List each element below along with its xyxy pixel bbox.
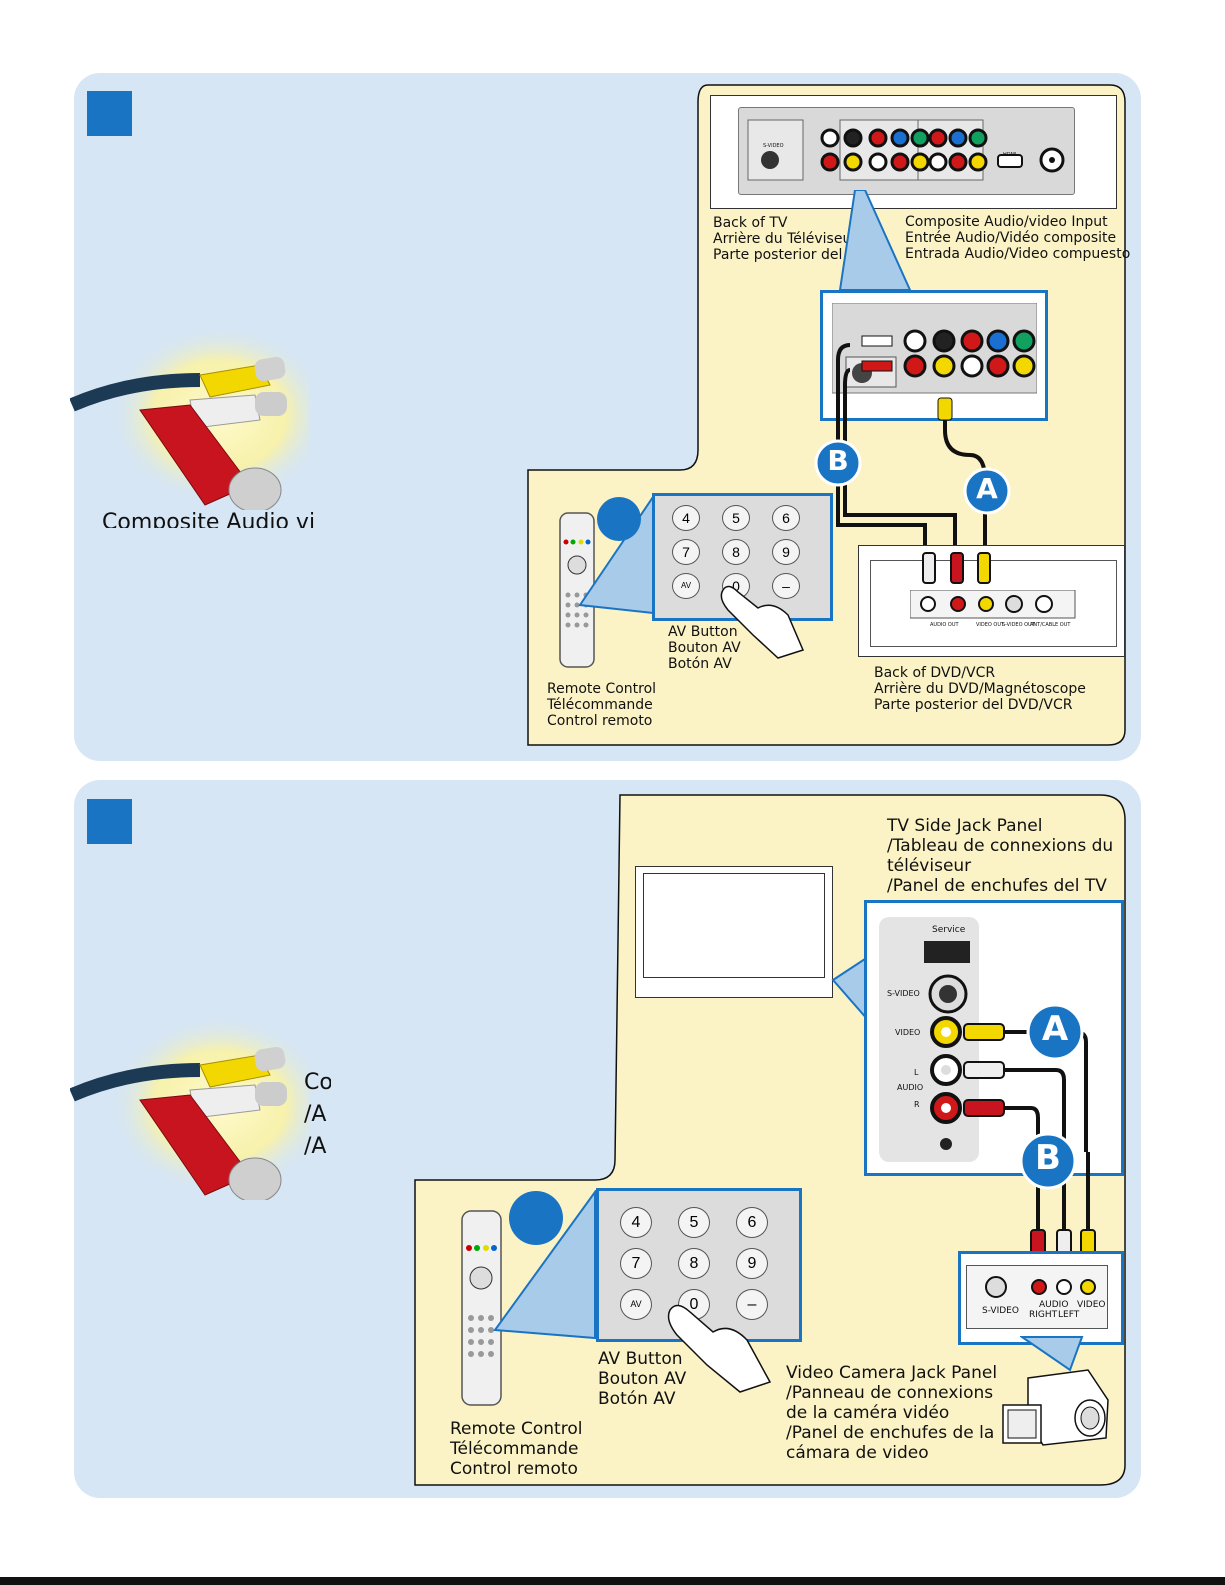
dvd-video-out-label: VIDEO OUT	[976, 622, 1005, 628]
camera-jack-strip	[966, 1265, 1108, 1329]
step-dot-1	[597, 497, 641, 541]
step-number-box-1	[87, 91, 132, 136]
audio-r-label: R	[914, 1100, 920, 1109]
service-port	[924, 941, 970, 963]
audio-side-label: AUDIO	[897, 1083, 924, 1092]
key-4[interactable]: 4	[672, 505, 700, 531]
remote-control-2	[461, 1210, 502, 1406]
camera-jacks	[985, 1276, 1096, 1298]
cable-b-letter-2: B	[1035, 1138, 1061, 1178]
key-8[interactable]: 8	[722, 539, 750, 565]
dvd-audio-out-label: AUDIO OUT	[930, 622, 959, 628]
step-dot-2	[509, 1191, 563, 1245]
key-5-2[interactable]: 5	[678, 1207, 710, 1238]
page-bottom-rule	[0, 1577, 1225, 1585]
camera-left-label: LEFT	[1058, 1310, 1080, 1320]
cable-b-badge-1	[814, 439, 862, 487]
cable-a-badge-2	[1026, 1003, 1084, 1061]
camera-audio-label: AUDIO	[1039, 1300, 1069, 1310]
dvd-jacks	[910, 590, 1076, 619]
dvd-plugs	[922, 552, 991, 584]
cable-caption-truncated-2: Co /A /A	[304, 1070, 331, 1159]
av-cable-image	[70, 330, 310, 510]
key-minus-2[interactable]: –	[736, 1289, 768, 1320]
cable-a-badge-1	[963, 467, 1011, 515]
camera-svideo-label: S-VIDEO	[982, 1306, 1019, 1316]
pressing-hand-icon-2	[667, 1304, 772, 1393]
dvd-ant-out-label: ANT/CABLE OUT	[1030, 622, 1071, 628]
key-7-2[interactable]: 7	[620, 1248, 652, 1279]
key-9-2[interactable]: 9	[736, 1248, 768, 1279]
cable-b-badge-2	[1019, 1132, 1077, 1190]
pressing-hand-icon	[720, 585, 805, 659]
tv-jack-zoom-detail	[832, 303, 1037, 394]
tv-jacks	[747, 119, 1065, 181]
key-minus[interactable]: –	[772, 573, 800, 599]
zoom-wedge-camera	[1020, 1336, 1084, 1372]
svideo-side-jack	[928, 974, 968, 1014]
service-label: Service	[932, 925, 966, 935]
tv-side-jack-panel-label: TV Side Jack Panel/Tableau de connexions…	[887, 816, 1114, 896]
cable-a-letter-1: A	[976, 472, 998, 505]
av-cable-image-2	[70, 1020, 310, 1200]
remote-control-1	[559, 512, 595, 668]
tv-screen	[643, 873, 825, 978]
key-9[interactable]: 9	[772, 539, 800, 565]
dvd-jack-strip	[870, 560, 1117, 647]
key-4-2[interactable]: 4	[620, 1207, 652, 1238]
dvd-svideo-out-label: S-VIDEO OUT	[1002, 622, 1035, 628]
key-8-2[interactable]: 8	[678, 1248, 710, 1279]
camera-jack-panel-label: Video Camera Jack Panel/Panneau de conne…	[786, 1363, 998, 1463]
zoom-wedge-tv	[838, 190, 912, 291]
camera-right-label: RIGHT	[1029, 1310, 1058, 1320]
cable-caption-truncated: Composite Audio vi	[102, 510, 316, 528]
step-number-box-2	[87, 799, 132, 844]
key-av[interactable]: AV	[672, 573, 700, 599]
key-6[interactable]: 6	[772, 505, 800, 531]
zoom-wedge-remote-2	[493, 1190, 596, 1340]
audio-l-label: L	[914, 1068, 919, 1077]
cable-b-letter-1: B	[827, 444, 849, 477]
cable-a-letter-2: A	[1041, 1009, 1069, 1049]
video-side-label: VIDEO	[895, 1028, 921, 1037]
svideo-side-label: S-VIDEO	[887, 989, 920, 998]
keypad-buttons-1: 4 5 6 7 8 9 AV 0 –	[672, 505, 812, 599]
tv-jack-label-hdmi: HDMI	[1003, 152, 1017, 158]
video-camera-icon	[1002, 1369, 1109, 1446]
tv-jack-label-svideo: S-VIDEO	[763, 143, 784, 149]
tv-front	[635, 866, 833, 998]
keypad-buttons-2: 4 5 6 7 8 9 AV 0 –	[620, 1207, 780, 1320]
side-jacks-and-plugs	[930, 1016, 1088, 1152]
key-6-2[interactable]: 6	[736, 1207, 768, 1238]
camera-video-label: VIDEO	[1077, 1300, 1106, 1310]
key-7[interactable]: 7	[672, 539, 700, 565]
key-5[interactable]: 5	[722, 505, 750, 531]
key-av-2[interactable]: AV	[620, 1289, 652, 1320]
